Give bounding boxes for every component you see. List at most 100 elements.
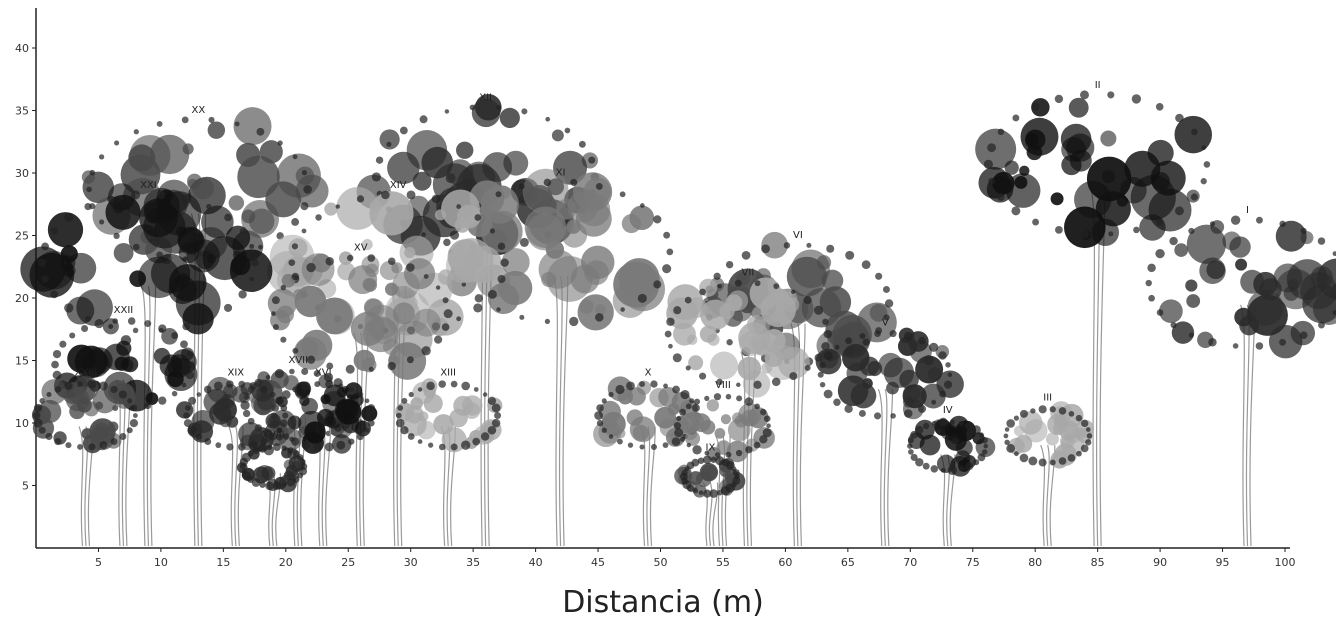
crown-leaf-cluster [1019, 165, 1030, 176]
tree-label: XIX [228, 368, 245, 379]
crown-edge-dot [239, 228, 246, 234]
crown-edge-dot [473, 303, 483, 313]
crown-edge-dot [626, 381, 635, 391]
crown-edge-dot [1174, 206, 1184, 216]
crown-leaf-cluster [955, 429, 967, 441]
crown-edge-dot [206, 203, 212, 210]
crown-edge-dot [297, 472, 304, 479]
crown-edge-dot [874, 330, 881, 337]
tree-label: XV [354, 243, 368, 254]
crown-edge-dot [663, 231, 671, 239]
crown-edge-dot [939, 390, 946, 398]
crown-edge-dot [822, 318, 829, 325]
crown-edge-dot [639, 381, 646, 388]
crown-leaf-cluster [169, 264, 207, 302]
crown-leaf-cluster [351, 419, 367, 434]
crown-edge-dot [859, 333, 866, 339]
crown-edge-dot [450, 443, 458, 451]
crown-leaf-cluster [714, 427, 726, 439]
crown-edge-dot [133, 129, 139, 135]
crown-edge-dot [238, 290, 247, 299]
crown-edge-dot [981, 437, 988, 444]
crown-edge-dot [875, 272, 883, 280]
crown-edge-dot [997, 128, 1005, 136]
crown-edge-dot [87, 379, 97, 389]
crown-edge-dot [291, 437, 300, 446]
crown-edge-dot [521, 108, 528, 115]
crown-edge-dot [692, 488, 699, 494]
crown-edge-dot [431, 194, 441, 204]
crown-edge-dot [923, 422, 930, 430]
crown-edge-dot [268, 432, 277, 441]
crown-edge-dot [495, 191, 502, 198]
tree-x [593, 376, 701, 547]
crown-edge-dot [650, 380, 658, 388]
crown-edge-dot [259, 481, 266, 488]
crown-edge-dot [474, 294, 483, 303]
crown-edge-dot [443, 309, 453, 319]
crown-edge-dot [673, 422, 682, 430]
crown-edge-dot [356, 432, 364, 441]
crown-leaf-cluster [1068, 97, 1089, 118]
crown-leaf-cluster [1045, 432, 1059, 446]
crown-edge-dot [713, 393, 722, 401]
crown-edge-dot [401, 397, 408, 404]
crown-edge-dot [1190, 193, 1198, 201]
crown-edge-dot [456, 204, 462, 209]
tree-xvi [270, 380, 378, 547]
crown-edge-dot [158, 324, 167, 333]
crown-edge-dot [817, 371, 824, 378]
crown-edge-dot [922, 462, 930, 470]
crown-edge-dot [845, 337, 853, 345]
crown-edge-dot [943, 380, 953, 389]
crown-edge-dot [1279, 220, 1286, 228]
crown-edge-dot [1188, 227, 1195, 235]
crown-edge-dot [381, 190, 390, 200]
crown-edge-dot [252, 446, 260, 455]
crown-edge-dot [1085, 427, 1091, 432]
crown-edge-dot [323, 372, 334, 382]
crown-edge-dot [650, 443, 658, 451]
tree-xix [176, 376, 289, 547]
crown-edge-dot [676, 416, 682, 422]
crown-edge-dot [732, 469, 740, 477]
crown-edge-dot [280, 284, 287, 291]
tree-ix [674, 455, 746, 547]
tree-trunk [140, 285, 146, 547]
crown-edge-dot [873, 412, 882, 420]
crown-leaf-cluster [233, 107, 272, 146]
crown-edge-dot [971, 425, 981, 435]
y-tick-label: 15 [15, 355, 29, 368]
crown-edge-dot [601, 427, 607, 433]
crown-edge-dot [144, 402, 152, 410]
crown-edge-dot [1012, 114, 1020, 122]
crown-edge-dot [129, 418, 139, 428]
crown-edge-dot [1279, 338, 1287, 346]
crown-edge-dot [821, 342, 830, 351]
crown-leaf-cluster [387, 151, 420, 185]
crown-leaf-cluster [475, 93, 502, 121]
crown-edge-dot [804, 364, 811, 371]
crown-edge-dot [595, 313, 604, 322]
crown-edge-dot [281, 390, 291, 399]
crown-leaf-cluster [551, 129, 564, 142]
crown-edge-dot [910, 453, 918, 461]
crown-edge-dot [823, 351, 833, 360]
crown-edge-dot [438, 380, 446, 388]
crown-edge-dot [703, 455, 712, 464]
crown-edge-dot [287, 447, 294, 454]
crown-leaf-cluster [139, 198, 178, 238]
tree-v [815, 327, 964, 547]
crown-edge-dot [387, 361, 396, 371]
tree-trunk [325, 426, 332, 547]
crown-edge-dot [442, 297, 449, 304]
crown-leaf-cluster [1185, 279, 1198, 292]
crown-edge-dot [1300, 227, 1307, 235]
crown-leaf-cluster [463, 402, 481, 420]
crown-edge-dot [938, 351, 947, 360]
crown-leaf-cluster [649, 388, 669, 408]
crown-leaf-cluster [850, 382, 877, 409]
crown-edge-dot [336, 440, 346, 450]
crown-edge-dot [226, 380, 234, 388]
crown-edge-dot [186, 350, 193, 358]
